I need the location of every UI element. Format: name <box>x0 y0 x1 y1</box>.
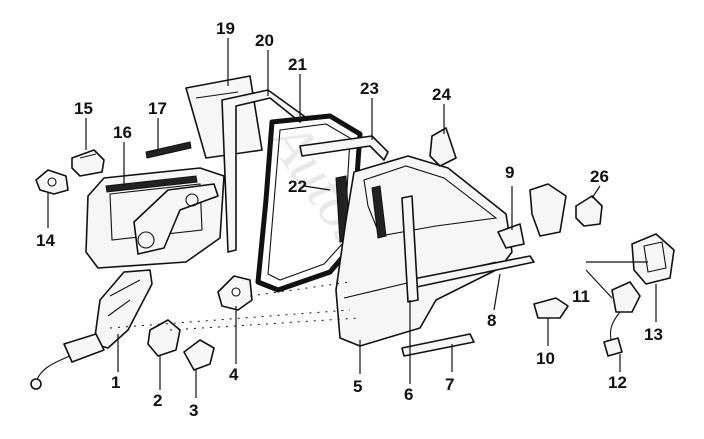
regulator-pulley <box>185 193 199 207</box>
label-13: 13 <box>644 325 663 344</box>
part-20-glass-channel <box>221 89 305 253</box>
part-14-lock-knob <box>35 169 69 195</box>
part-1-connector <box>30 378 42 390</box>
label-8: 8 <box>487 311 496 330</box>
align-line-2 <box>169 317 361 331</box>
label-5: 5 <box>353 377 362 396</box>
regulator-motor <box>137 231 155 249</box>
label-9: 9 <box>505 163 514 182</box>
part-5-door-shell <box>335 155 513 347</box>
part-5-pillar-strip <box>371 185 387 239</box>
part-7-lower-moulding <box>401 333 475 357</box>
part-26-clip <box>575 195 603 227</box>
label-3: 3 <box>189 401 198 420</box>
part-6-check-arm <box>401 195 419 303</box>
part-12-connector <box>603 337 623 357</box>
label-2: 2 <box>153 391 162 410</box>
part-13-detail <box>643 241 667 273</box>
label-15: 15 <box>74 99 93 118</box>
label-17: 17 <box>148 99 167 118</box>
part-1-detail <box>107 279 141 317</box>
label-7: 7 <box>445 375 454 394</box>
label-10: 10 <box>536 349 555 368</box>
part-1-actuator <box>63 333 105 363</box>
label-12: 12 <box>608 373 627 392</box>
part-24-mirror-base <box>429 127 457 167</box>
part-9-door-glass <box>497 223 525 249</box>
align-line-1 <box>109 309 351 329</box>
part-4-pin <box>231 287 241 297</box>
part-3-striker <box>183 339 215 371</box>
label-21: 21 <box>288 55 307 74</box>
part-19-detail <box>195 91 239 99</box>
label-4: 4 <box>229 365 239 384</box>
bracket-near-26 <box>529 183 567 237</box>
label-11: 11 <box>572 287 590 306</box>
label-24: 24 <box>432 85 451 104</box>
label-6: 6 <box>404 385 413 404</box>
part-13-lock-unit <box>631 233 675 285</box>
part-11-actuator <box>611 281 641 313</box>
part-21-seal-inner <box>267 123 351 281</box>
leader-lines <box>47 38 657 398</box>
part-16-inner-panel <box>109 183 203 241</box>
regulator-frame <box>133 183 219 255</box>
part-21-door-seal <box>255 113 363 293</box>
part-17-trim-strip <box>145 141 192 159</box>
part-1-cable <box>35 355 71 383</box>
label-1: 1 <box>111 373 120 392</box>
label-22: 22 <box>288 177 307 196</box>
part-4-hinge <box>217 275 253 311</box>
part-15-inner-handle <box>71 149 105 177</box>
part-2-latch <box>147 319 181 357</box>
part-5-window-frame <box>363 165 498 237</box>
label-14: 14 <box>36 231 55 250</box>
label-23: 23 <box>360 79 379 98</box>
part-1-door-lock <box>93 269 153 349</box>
label-16: 16 <box>113 123 132 142</box>
align-line-3 <box>249 281 351 297</box>
label-26: 26 <box>590 167 609 186</box>
part-10-grommet <box>533 297 569 319</box>
label-19: 19 <box>216 19 235 38</box>
part-15-detail <box>79 153 97 159</box>
part-14-detail <box>47 177 57 187</box>
label-20: 20 <box>255 31 274 50</box>
part-16-armrest-strip <box>105 175 198 193</box>
